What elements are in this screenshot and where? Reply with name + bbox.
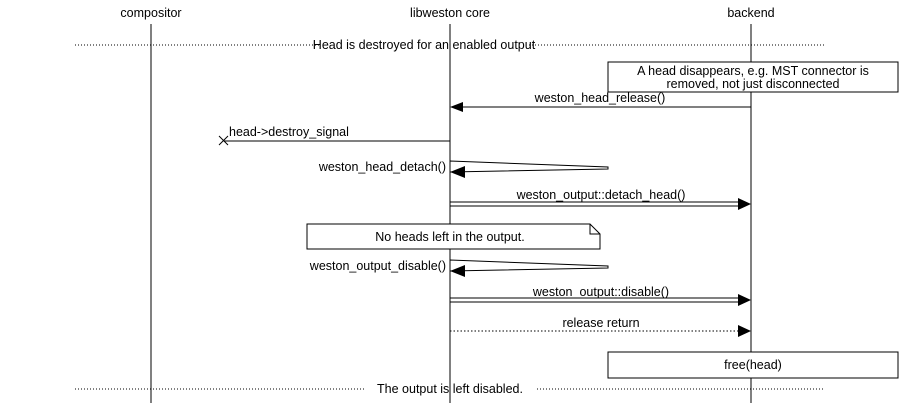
note-no-heads-left-text: No heads left in the output. — [375, 230, 524, 244]
message-weston-head-release-label: weston_head_release() — [534, 91, 666, 105]
message-weston-output-detach-head: weston_output::detach_head() — [450, 188, 751, 210]
note-free-head: free(head) — [607, 351, 899, 379]
message-release-return-label: release return — [562, 316, 639, 330]
message-weston-head-detach-label: weston_head_detach() — [318, 160, 446, 174]
message-head-destroy-signal: head->destroy_signal — [218, 125, 450, 146]
note-no-heads-left: No heads left in the output. — [306, 223, 601, 250]
message-weston-output-disable-backend-arrowhead — [738, 294, 751, 306]
message-weston-output-disable-arrowhead — [450, 265, 465, 277]
separator-top: Head is destroyed for an enabled output — [75, 38, 825, 52]
message-weston-output-disable-backend-label: weston_output::disable() — [532, 285, 669, 299]
lane-label-backend: backend — [727, 6, 774, 20]
message-weston-output-disable-backend: weston_output::disable() — [450, 285, 751, 306]
message-release-return-arrowhead — [738, 325, 751, 337]
note-head-disappears-box — [607, 61, 899, 93]
message-weston-head-release-arrowhead — [450, 102, 463, 112]
lifelines-group: compositor libweston core backend — [120, 6, 775, 403]
message-weston-output-disable: weston_output_disable() — [309, 259, 609, 277]
message-weston-head-release: weston_head_release() — [450, 91, 751, 112]
message-weston-output-detach-head-label: weston_output::detach_head() — [516, 188, 686, 202]
message-weston-output-disable-label: weston_output_disable() — [309, 259, 446, 273]
note-head-disappears-line-1: A head disappears, e.g. MST connector is — [637, 64, 869, 78]
message-weston-output-disable-wedge — [449, 259, 609, 272]
message-weston-head-detach: weston_head_detach() — [318, 160, 609, 178]
message-weston-output-detach-head-arrowhead — [738, 198, 751, 210]
message-head-destroy-signal-lost-x-stroke-2 — [218, 135, 229, 146]
message-weston-head-detach-wedge — [449, 160, 609, 173]
note-head-disappears-line-2: removed, not just disconnected — [666, 77, 839, 91]
message-release-return: release return — [450, 316, 751, 337]
note-free-head-box — [607, 351, 899, 379]
separator-bottom-label: The output is left disabled. — [377, 382, 523, 396]
lane-label-libweston-core: libweston core — [410, 6, 490, 20]
message-weston-head-detach-arrowhead — [450, 166, 465, 178]
note-free-head-text: free(head) — [724, 358, 782, 372]
lane-label-compositor: compositor — [120, 6, 181, 20]
note-head-disappears: A head disappears, e.g. MST connector is… — [607, 61, 899, 93]
note-no-heads-left-fold — [589, 224, 600, 235]
separator-top-label: Head is destroyed for an enabled output — [313, 38, 536, 52]
note-no-heads-left-box — [306, 223, 601, 250]
separator-bottom: The output is left disabled. — [75, 382, 825, 396]
message-head-destroy-signal-label: head->destroy_signal — [229, 125, 349, 139]
